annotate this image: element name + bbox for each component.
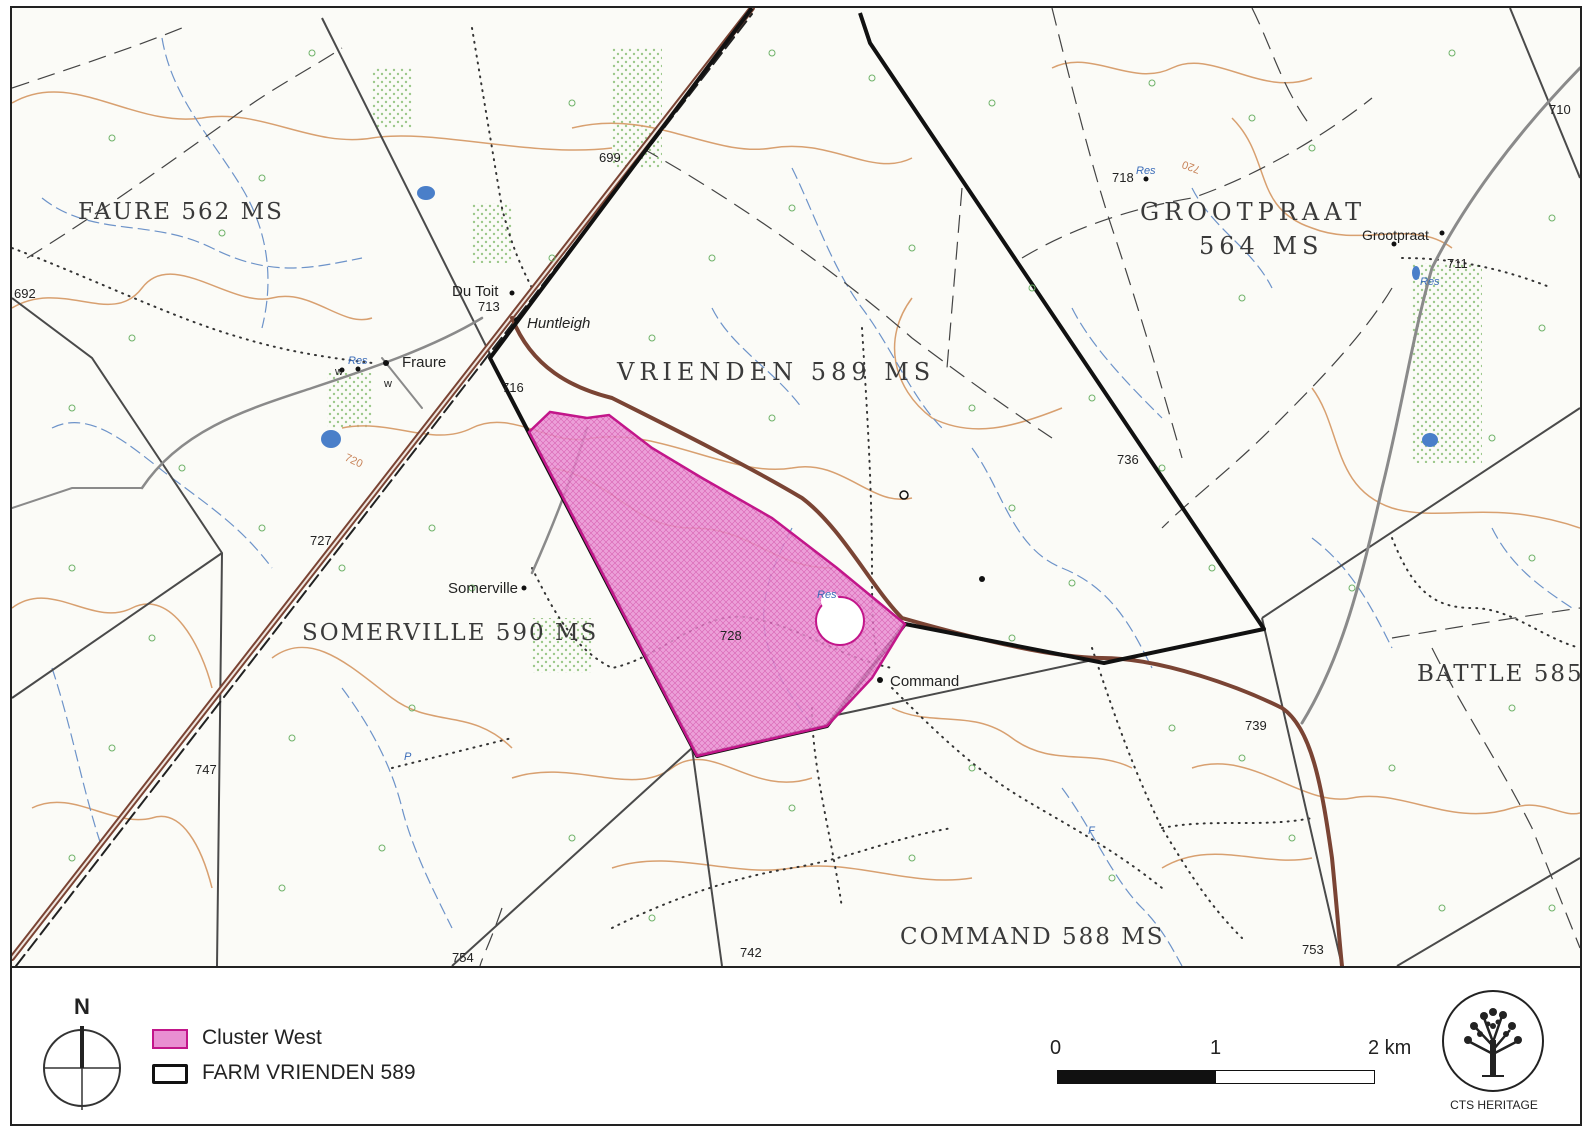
- place-label-somerville: Somerville: [448, 580, 518, 597]
- scale-tick-label-0: 0: [1050, 1037, 1062, 1059]
- place-label-du-toit: Du Toit: [452, 283, 499, 300]
- property-boundaries: [12, 8, 1580, 966]
- spot-height: 692: [14, 286, 36, 301]
- farm-label-faure: FAURE 562 MS: [78, 199, 284, 225]
- place-label-grootpraat: Grootpraat: [1362, 227, 1429, 243]
- stream-label: P: [404, 751, 412, 763]
- spot-height: 747: [195, 762, 217, 777]
- water-labels: Res Res Res Res P F: [348, 165, 1440, 837]
- well-label: w: [334, 366, 343, 378]
- well-labels: w w: [334, 366, 392, 390]
- spot-height: 736: [1117, 452, 1139, 467]
- logo-text: CTS HERITAGE: [1450, 1098, 1538, 1112]
- spot-height: 739: [1245, 718, 1267, 733]
- tracks: [12, 27, 1580, 939]
- stream-label: F: [1088, 825, 1096, 837]
- spot-height: 699: [599, 150, 621, 165]
- spot-height: 711: [1447, 256, 1468, 271]
- res-label: Res: [348, 355, 368, 367]
- tree-icon: [1442, 990, 1544, 1092]
- farm-labels: FAURE 562 MS GROOTPRAAT 564 MS VRIENDEN …: [78, 198, 1580, 950]
- farm-label-vrienden: VRIENDEN 589 MS: [616, 358, 935, 386]
- place-label-command: Command: [890, 673, 959, 690]
- farm-label-battle: BATTLE 585: [1417, 661, 1580, 687]
- scale-tick-label-2: 2 km: [1368, 1037, 1412, 1059]
- spot-height: 754: [452, 950, 474, 965]
- farm-label-somerville: SOMERVILLE 590 MS: [302, 620, 598, 646]
- contour-label: 720: [1181, 158, 1202, 176]
- spot-height: 753: [1302, 942, 1324, 957]
- spot-heights: 699 713 716 727 728 736 739 742 747 753 …: [14, 102, 1571, 965]
- legend-cluster-swatch: [152, 1029, 188, 1049]
- legend-farm-label: FARM VRIENDEN 589: [202, 1061, 416, 1084]
- grass-symbols: [68, 49, 1556, 922]
- scale-bar: [1057, 1070, 1375, 1084]
- spot-height: 728: [720, 628, 742, 643]
- place-labels: Du Toit Huntleigh Fraure Somerville Comm…: [402, 227, 1429, 690]
- reservoir-exclusion-lobe: [821, 592, 839, 610]
- cluster-west-area[interactable]: [527, 410, 907, 758]
- vegetation-patches: [327, 48, 1482, 673]
- spot-height: 718: [1112, 170, 1134, 185]
- legend-farm-swatch: [152, 1064, 188, 1084]
- point-features: [339, 176, 1445, 683]
- streams: [41, 37, 1573, 966]
- spot-height: 727: [310, 533, 332, 548]
- farm-label-grootpraat: GROOTPRAAT: [1140, 198, 1366, 226]
- contour-lines: [12, 61, 1580, 889]
- place-label-huntleigh: Huntleigh: [527, 315, 590, 332]
- farm-label-grootpraat-number: 564 MS: [1199, 232, 1323, 260]
- farm-label-command: COMMAND 588 MS: [900, 924, 1165, 950]
- res-label: Res: [1136, 165, 1156, 177]
- res-label: Res: [1420, 276, 1440, 288]
- water-bodies: [321, 186, 1438, 448]
- map-background: [12, 8, 1580, 966]
- north-label: N: [74, 996, 90, 1019]
- north-arrow-icon: N: [43, 996, 121, 1110]
- scale-tick-label-1: 1: [1210, 1037, 1222, 1059]
- scale-bar-filled-segment: [1058, 1071, 1216, 1083]
- legend-panel: N Cluster West FARM VRIENDEN 589 0 1 2 k…: [12, 966, 1580, 1124]
- dashed-boundaries: [12, 8, 1580, 966]
- map-frame: FAURE 562 MS GROOTPRAAT 564 MS VRIENDEN …: [10, 6, 1582, 1126]
- res-label: Res: [817, 589, 837, 601]
- spot-height: 742: [740, 945, 762, 960]
- spot-height: 716: [502, 380, 524, 395]
- spot-height: 710: [1549, 102, 1571, 117]
- well-label: w: [383, 378, 392, 390]
- spot-height: 713: [478, 299, 500, 314]
- legend-cluster-label: Cluster West: [202, 1026, 322, 1049]
- topographic-map[interactable]: FAURE 562 MS GROOTPRAAT 564 MS VRIENDEN …: [12, 8, 1580, 966]
- place-label-fraure: Fraure: [402, 354, 446, 371]
